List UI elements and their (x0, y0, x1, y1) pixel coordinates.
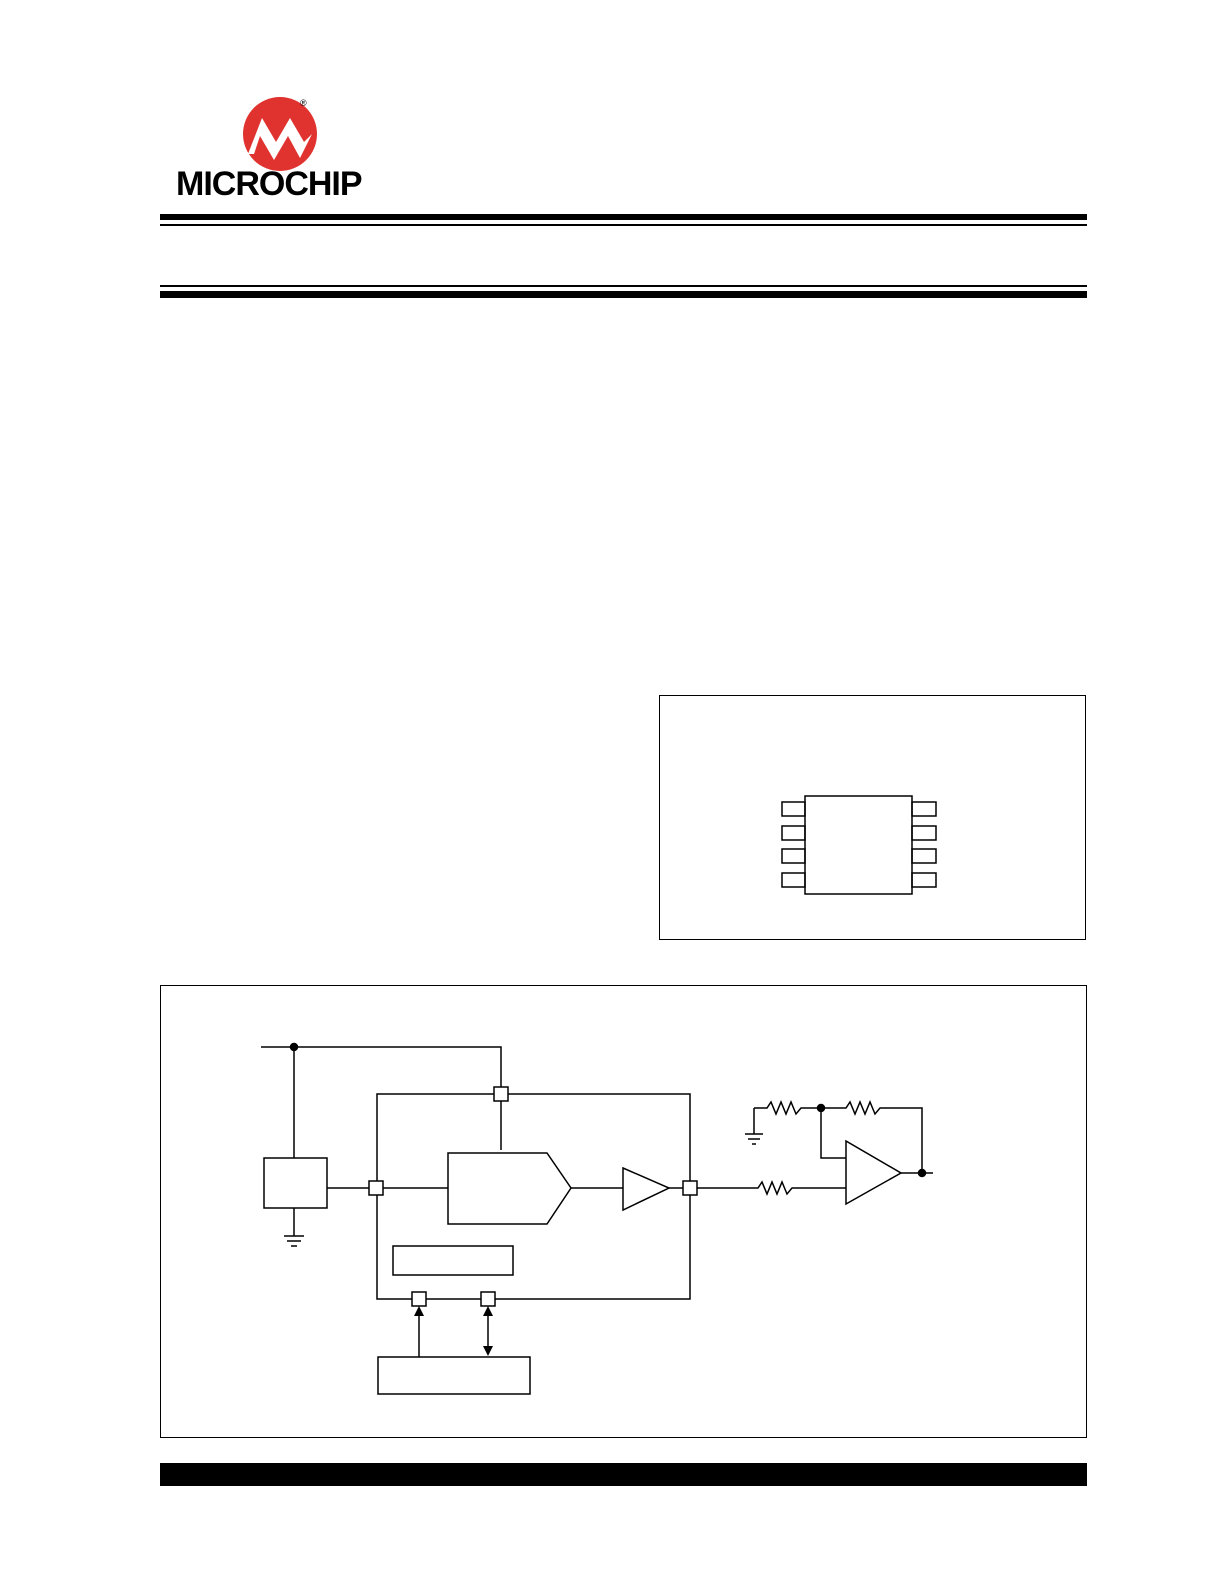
device-pin-top (493, 1086, 509, 1102)
pin-2 (781, 825, 806, 841)
input-resistor (697, 1180, 846, 1196)
opamp (845, 1139, 903, 1206)
title-rule-thick (160, 291, 1087, 298)
pin-6 (911, 848, 937, 864)
buffer-amplifier (622, 1166, 671, 1212)
right-ground-icon (745, 1133, 763, 1145)
package-diagram-panel (659, 695, 1086, 940)
device-pin-output (682, 1180, 698, 1196)
feedback-resistors (754, 1100, 923, 1173)
header-rule-thick (160, 214, 1087, 220)
ic-package-8-pin (781, 795, 937, 895)
pin-4 (781, 872, 806, 888)
arrow-up-icon (414, 1306, 424, 1316)
package-body (804, 795, 913, 895)
left-component-block (263, 1157, 328, 1209)
pin-7 (911, 825, 937, 841)
controller-block (377, 1356, 531, 1395)
device-pin-input (368, 1180, 384, 1196)
title-rule-thin (160, 285, 1087, 287)
circuit-schematic (261, 1042, 933, 1395)
arrow-up-icon-2 (483, 1306, 493, 1316)
pin-8 (911, 801, 937, 817)
device-pin-bottom-2 (480, 1291, 496, 1307)
pin-3 (781, 848, 806, 864)
left-ground-icon (284, 1235, 304, 1247)
internal-register-block (392, 1245, 514, 1276)
feedback-wire (820, 1108, 846, 1159)
supply-wire (261, 1046, 502, 1087)
converter-block (447, 1152, 572, 1225)
pin-1 (781, 801, 806, 817)
brand-wordmark: MICROCHIP (176, 165, 363, 203)
microchip-logo: ® MICROCHIP (176, 96, 386, 206)
microchip-logo-icon: ® (243, 97, 317, 171)
header-rule-thin (160, 224, 1087, 226)
arrow-down-icon (483, 1346, 493, 1356)
registered-mark: ® (300, 98, 307, 108)
device-pin-bottom-1 (411, 1291, 427, 1307)
pin-5 (911, 872, 937, 888)
block-diagram-panel (160, 985, 1087, 1438)
footer-bar (160, 1463, 1087, 1486)
device-outline (376, 1093, 691, 1300)
